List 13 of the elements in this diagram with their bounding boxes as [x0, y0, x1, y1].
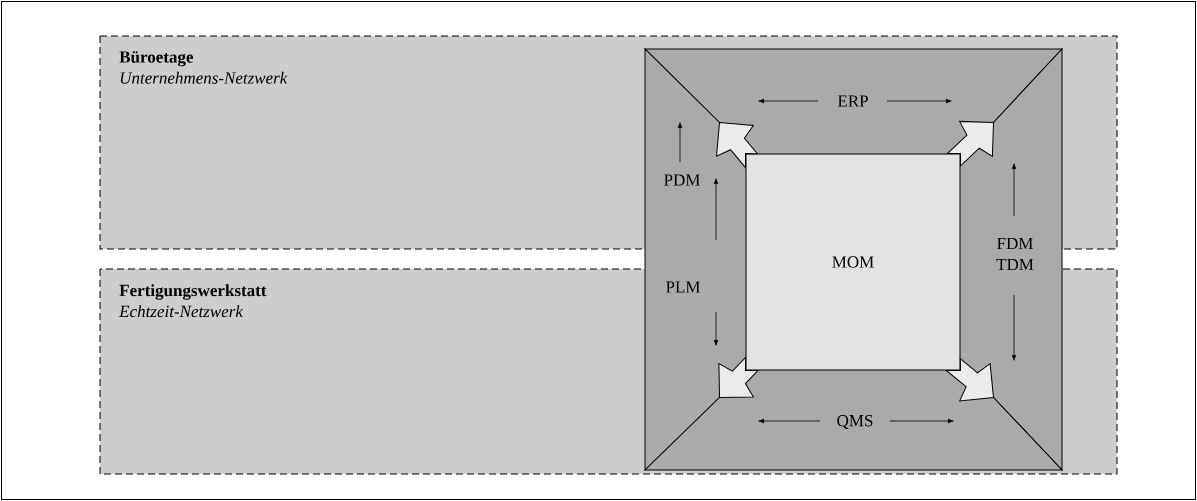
process-box: MOM — [745, 153, 961, 371]
block-arrow — [718, 356, 759, 398]
node-label: QMS — [837, 415, 873, 430]
node-label: PDM — [664, 174, 700, 186]
block-arrow — [946, 120, 994, 167]
node-label: ERP — [837, 95, 868, 107]
block-arrow — [716, 122, 758, 169]
trapezoid-panel: PDM PLM — [644, 48, 721, 471]
block-arrow — [945, 358, 994, 402]
node-label: PLM — [666, 281, 700, 293]
trapezoid-panel: FDM TDM — [992, 48, 1063, 471]
trapezoid-panel: ERP — [644, 48, 1063, 124]
trapezoid-panel: QMS — [644, 396, 1063, 471]
